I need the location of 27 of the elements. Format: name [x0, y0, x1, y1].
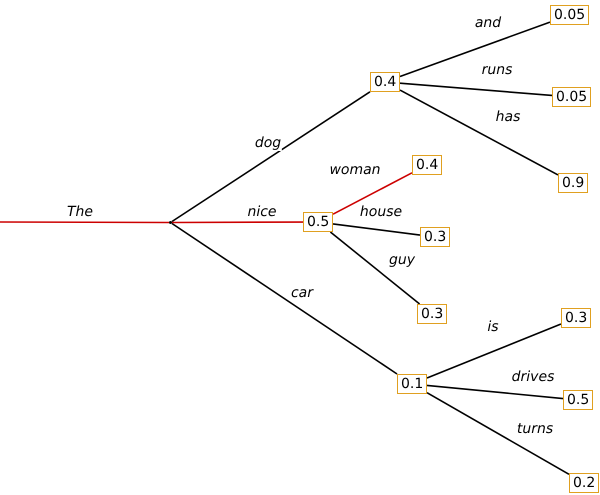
edge-label: dog — [254, 135, 282, 151]
tree-branch — [172, 91, 370, 222]
probability-box: 0.05 — [550, 5, 590, 25]
tree-branch — [332, 172, 412, 215]
tree-branch — [172, 222, 398, 375]
probability-box: 0.2 — [569, 473, 600, 493]
tree-branch — [426, 392, 570, 476]
probability-box: 0.4 — [370, 72, 400, 92]
tree-branch — [426, 384, 564, 400]
probability-box: 0.05 — [552, 87, 592, 107]
tree-branch — [400, 89, 558, 176]
probability-box: 0.3 — [561, 308, 592, 328]
tree-branch — [0, 221, 169, 224]
probability-box: 0.3 — [420, 227, 450, 247]
probability-box: 0.5 — [303, 212, 334, 232]
probability-box: 0.4 — [412, 155, 442, 175]
probability-box: 0.3 — [417, 304, 448, 324]
tree-branch — [400, 21, 550, 78]
tree-branch — [426, 323, 562, 379]
probability-box: 0.9 — [558, 173, 588, 193]
junction-dot — [169, 221, 172, 224]
probability-box: 0.5 — [563, 390, 594, 410]
tree-branch — [172, 221, 303, 224]
tree-branch — [332, 223, 420, 236]
tree-branch — [330, 231, 420, 305]
tree-branch — [400, 82, 552, 96]
probability-box: 0.1 — [397, 374, 428, 394]
